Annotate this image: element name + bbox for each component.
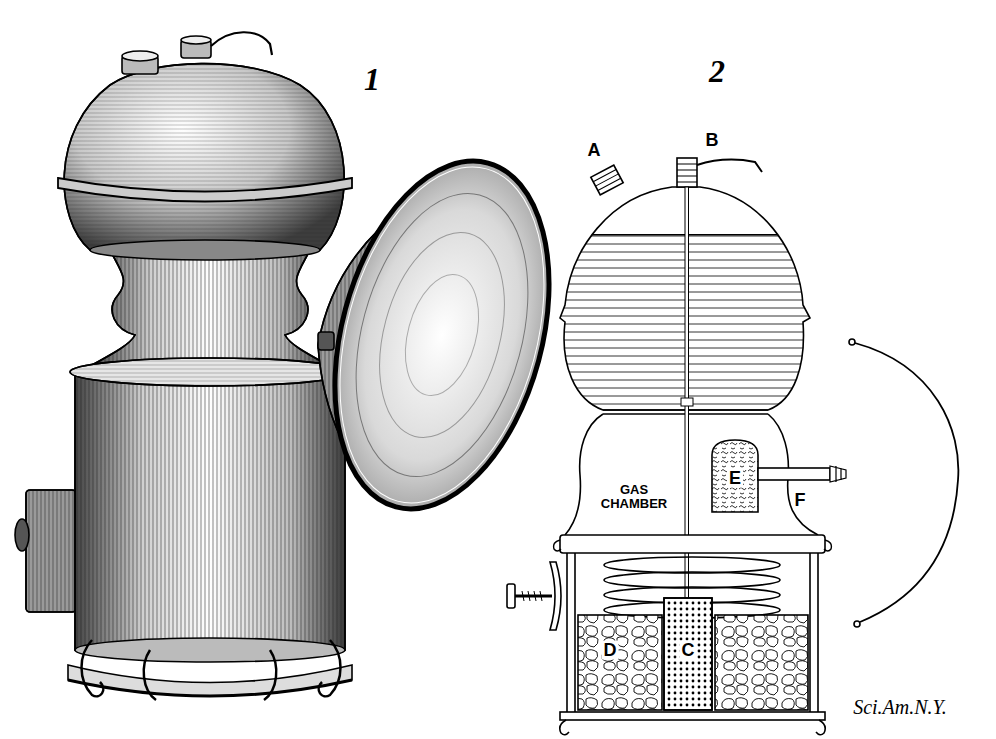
part-letter: E bbox=[727, 469, 743, 488]
carbide-container-part bbox=[715, 615, 808, 710]
side-clamp-part bbox=[26, 490, 76, 612]
carbide-cylinder-part bbox=[144, 650, 156, 700]
reflector-section-part bbox=[855, 343, 958, 622]
water-tank-part bbox=[64, 64, 344, 250]
carbide-container-part bbox=[560, 720, 825, 735]
carbide-container-part bbox=[604, 572, 780, 588]
clamp-screw bbox=[507, 562, 561, 630]
carbide-container-part bbox=[567, 553, 818, 712]
carbide-container-part bbox=[560, 712, 825, 720]
reflector-part bbox=[299, 137, 584, 533]
carbide-cylinder-part bbox=[75, 372, 345, 650]
filler-cap bbox=[591, 165, 623, 195]
side-clamp-part bbox=[15, 519, 29, 551]
carbide-container-part bbox=[664, 598, 712, 710]
reflector bbox=[299, 137, 584, 533]
lamp-exterior bbox=[15, 32, 585, 700]
carbide-cylinder-part bbox=[75, 372, 345, 650]
gas-chamber-part bbox=[830, 466, 846, 482]
filler-cap-part-part bbox=[591, 165, 623, 195]
figure-number: 2 bbox=[709, 55, 725, 89]
regulating-screw-part bbox=[681, 398, 693, 406]
reflector-section bbox=[849, 339, 958, 627]
water-tank-part bbox=[181, 36, 211, 44]
clamp-screw-part bbox=[522, 591, 542, 601]
side-clamp bbox=[15, 490, 76, 612]
gas-chamber-part bbox=[565, 414, 603, 535]
gas-chamber bbox=[565, 414, 846, 535]
reflector-part bbox=[306, 144, 579, 525]
lamp-neck-part bbox=[70, 358, 350, 386]
carbide-container-part bbox=[578, 615, 662, 710]
reflector-part bbox=[393, 266, 491, 403]
regulating-screw-part bbox=[697, 160, 762, 172]
part-letter: A bbox=[588, 141, 601, 160]
part-letter: B bbox=[706, 131, 719, 150]
carbide-cylinder-part bbox=[82, 640, 104, 696]
water-tank-part bbox=[211, 32, 272, 55]
reflector-section-part bbox=[849, 339, 855, 345]
lamp-neck-part bbox=[70, 358, 350, 386]
reflector-section-part bbox=[854, 621, 860, 627]
chamber-label: GAS CHAMBER bbox=[592, 483, 676, 510]
carbide-container bbox=[554, 535, 832, 735]
lamp-neck-part bbox=[92, 250, 328, 365]
water-tank-part bbox=[58, 178, 352, 202]
water-tank-part bbox=[64, 64, 344, 250]
carbide-container-part bbox=[604, 557, 780, 573]
lamp-neck bbox=[70, 250, 350, 386]
reflector-part bbox=[318, 332, 334, 350]
carbide-cylinder-part bbox=[68, 665, 352, 696]
filler-cap-part-part bbox=[593, 169, 621, 190]
carbide-container-part bbox=[664, 598, 712, 710]
side-clamp-part bbox=[26, 490, 76, 612]
regulating-screw-part bbox=[677, 158, 697, 187]
reflector-part bbox=[327, 174, 557, 496]
carbide-cylinder-part bbox=[68, 680, 352, 696]
gas-chamber-part bbox=[712, 440, 758, 512]
filler-cap-part bbox=[591, 165, 623, 195]
water-tank bbox=[58, 32, 352, 260]
water-tank-part bbox=[90, 240, 320, 260]
engraver-signature: Sci.Am.N.Y. bbox=[853, 697, 947, 718]
lamp-section bbox=[507, 158, 958, 735]
part-letter: D bbox=[602, 641, 619, 660]
reflector-part bbox=[359, 219, 525, 452]
gas-chamber-part bbox=[758, 468, 830, 480]
carbide-cylinder-part bbox=[75, 638, 345, 662]
carbide-cylinder-part bbox=[319, 640, 341, 696]
carbide-cylinder bbox=[68, 372, 352, 700]
figure-number: 1 bbox=[364, 63, 380, 97]
carbide-container-part bbox=[560, 535, 825, 553]
clamp-screw-part bbox=[507, 584, 515, 608]
water-tank-part bbox=[122, 51, 158, 61]
carbide-cylinder-part bbox=[264, 650, 276, 700]
regulating-screw-part bbox=[677, 164, 697, 182]
carbide-container-part bbox=[554, 540, 832, 551]
part-letter: C bbox=[680, 641, 697, 660]
part-letter: F bbox=[795, 491, 806, 510]
lamp-neck-part bbox=[92, 250, 328, 365]
clamp-screw-part bbox=[514, 595, 552, 598]
